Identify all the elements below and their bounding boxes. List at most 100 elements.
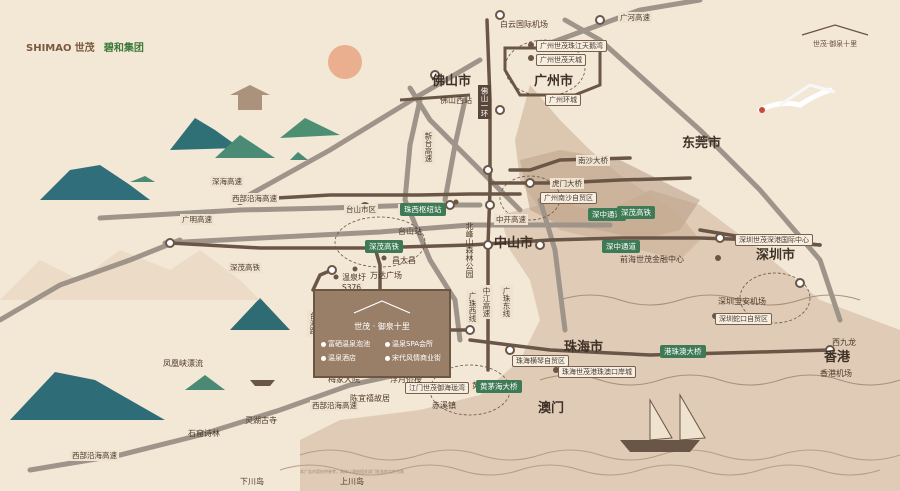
- rail-zhuhai: [468, 338, 832, 357]
- waves-3: [559, 294, 861, 306]
- road-zhongjiang: 中江高速: [480, 285, 493, 319]
- sea-area: [300, 190, 900, 491]
- city-foshan: 佛山市: [432, 74, 472, 89]
- mountain-left-8: [130, 176, 155, 182]
- project-feature-3: 温泉酒店: [321, 353, 356, 363]
- place-baiyun: 白云国际机场: [500, 20, 548, 29]
- place-wanda: 万达广场: [370, 271, 402, 280]
- road-shenhai: 深海高速: [210, 176, 244, 187]
- highway-nw: [0, 237, 183, 323]
- project-logo-text: 世茂·御泉十里: [812, 40, 858, 48]
- boat-sail-1: [649, 398, 673, 441]
- place-shiyan: 石窟诗林: [188, 429, 220, 438]
- tag-gangzhuao: 港珠澳大桥: [660, 345, 706, 358]
- city-macau: 澳门: [538, 401, 565, 416]
- marker-7: [333, 274, 339, 280]
- tag-huangmao: 黄茅海大桥: [476, 380, 522, 393]
- place-shenzhen-airport: 深圳宝安机场: [718, 297, 766, 306]
- place-changda: 昌大昌: [392, 256, 416, 265]
- place-hk-airport: 香港机场: [820, 369, 852, 378]
- mountain-left-2: [170, 118, 240, 150]
- place-fuyue: 浮月侨楼: [390, 375, 422, 384]
- bullet-icon: [385, 341, 390, 347]
- place-beifeng: 北峰山森林公园: [465, 222, 474, 278]
- marker-2: [528, 55, 534, 61]
- highway-west-ring: [442, 97, 468, 203]
- place-fenghuang: 凤凰峡漂流: [163, 359, 203, 368]
- feature-label: 温泉酒店: [328, 354, 356, 362]
- tag-shenzhong: 深中通道: [588, 208, 626, 221]
- road-shenmao: 深茂高铁: [228, 262, 262, 273]
- road-foshan-ring: 佛山一环: [478, 85, 491, 119]
- project-title: 世茂 · 御泉十里: [354, 322, 410, 331]
- place-shekou: 深圳蛇口自贸区: [715, 313, 772, 325]
- node-7: [485, 200, 495, 210]
- highway-guangzhu-west: [407, 85, 523, 213]
- place-foshan-west: 佛山西站: [440, 96, 472, 105]
- city-guangzhou: 广州市: [534, 74, 574, 89]
- rail-north-south: [485, 18, 492, 247]
- place-meijia: 梅家大院: [328, 375, 360, 384]
- highway-guangzhu-east: [537, 197, 568, 333]
- highway-xinchang: [402, 97, 463, 343]
- rail-zhuxi: [238, 192, 522, 202]
- road-guangzhu-west: 新台高速: [422, 130, 435, 164]
- mountain-left-4: [215, 135, 275, 158]
- highway-guanghe: [542, 0, 703, 48]
- road-zhongkai: 广明高速: [180, 214, 214, 225]
- place-xiongfeng: 西九龙: [832, 338, 856, 347]
- waves-2: [279, 464, 881, 476]
- project-feature-4: 宋代风情商业街: [385, 353, 441, 363]
- node-16: [495, 105, 505, 115]
- sun: [328, 45, 362, 79]
- city-zhuhai: 珠海市: [564, 340, 604, 355]
- place-gz-tiancheng: 广州世茂天城: [536, 54, 586, 66]
- marker-9: [352, 266, 358, 272]
- tag-zhuxi: 珠西枢纽站: [400, 203, 446, 216]
- road-guangzhu-east: 广珠东线: [500, 285, 513, 319]
- bullet-icon: [321, 341, 326, 347]
- city-shenzhen: 深圳市: [756, 248, 796, 263]
- tag-shenmao: 深茂高铁: [617, 206, 655, 219]
- place-shenzhen-intl: 深圳世茂深港国际中心: [735, 234, 813, 246]
- boat-small: [250, 380, 275, 386]
- node-3: [327, 265, 337, 275]
- crane-head: [759, 107, 765, 113]
- node-1: [165, 238, 175, 248]
- place-nansha: 广州南沙自贸区: [540, 192, 597, 204]
- boat-hull: [620, 440, 700, 452]
- place-shangchuan: 上川岛: [340, 477, 364, 486]
- project-card[interactable]: 世茂 · 御泉十里 富硒温泉泡池 温泉SPA会所 温泉酒店 宋代风情商业街: [313, 289, 451, 378]
- road-taishan: 台山市区: [344, 204, 378, 215]
- road-guangzhou-ring: 广州环城: [545, 94, 581, 106]
- node-11: [505, 345, 515, 355]
- brand-shimao-en: SHIMAO: [26, 43, 72, 54]
- mountain-left-1: [40, 165, 150, 200]
- highway-xibu-coastal-north: [237, 57, 483, 203]
- node-19: [595, 15, 605, 25]
- shenzhen-zone: [739, 272, 811, 324]
- mountain-left-5: [230, 298, 290, 330]
- marker-8: [381, 255, 387, 261]
- footnote: 本广告内容仅供参考，具体以政府相关部门批准的文件为准: [300, 469, 404, 474]
- mountain-left-9: [290, 152, 308, 160]
- city-dongguan: 东莞市: [682, 136, 722, 151]
- brand-shimao-cn: 世茂: [74, 43, 95, 54]
- road-humen: 虎门大桥: [550, 178, 584, 189]
- place-macau-qin: 珠海横琴自贸区: [512, 355, 569, 367]
- place-wenquan: 温泉圩: [342, 273, 366, 282]
- waves-4: [539, 374, 900, 386]
- place-chixi: 赤溪镇: [432, 401, 456, 410]
- project-feature-1: 富硒温泉泡池: [321, 339, 370, 349]
- rail-project-north: [373, 246, 382, 297]
- feature-label: 温泉SPA会所: [392, 340, 434, 348]
- place-lingyue: 灵湖古寺: [245, 416, 277, 425]
- place-qianhai: 前海世茂金融中心: [620, 255, 684, 264]
- project-roof-icon: [353, 300, 411, 314]
- city-zhongshan: 中山市: [494, 236, 534, 251]
- brand-logo: SHIMAO 世茂 碧和集团: [26, 39, 144, 54]
- taishan-zone: [334, 216, 426, 268]
- node-17: [430, 70, 440, 80]
- place-xiachuan: 下川岛: [240, 477, 264, 486]
